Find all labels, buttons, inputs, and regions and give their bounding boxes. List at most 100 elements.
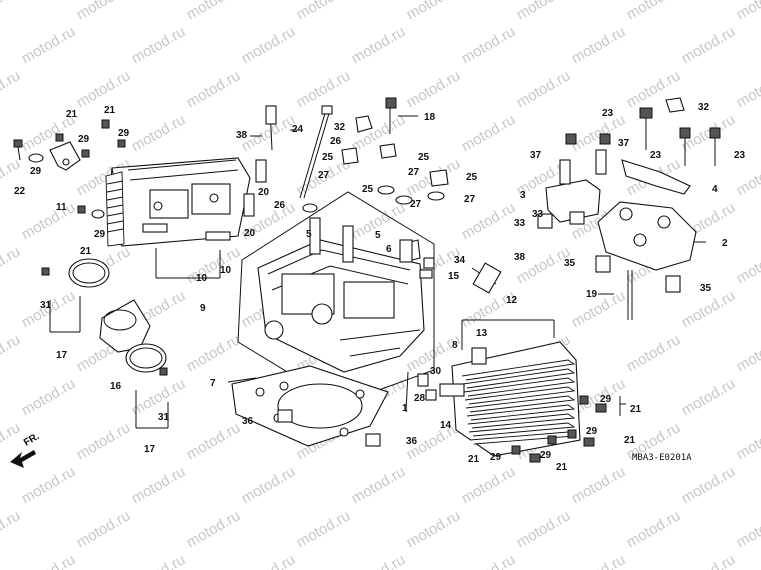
watermark-text: motod.ru (404, 67, 464, 111)
watermark-text: motod.ru (514, 507, 574, 551)
insulator-and-bands (68, 258, 168, 376)
rear-cylinder-head (417, 341, 581, 457)
callout-29b: 29 (118, 128, 130, 139)
head-cover (105, 157, 251, 247)
studs-center (205, 97, 502, 294)
watermark-text: motod.ru (239, 23, 299, 67)
watermark-text: motod.ru (514, 67, 574, 111)
watermark-text: motod.ru (74, 507, 134, 551)
watermark-text: motod.ru (0, 331, 23, 375)
callout-7: 7 (210, 378, 216, 389)
callout-31b: 31 (158, 412, 170, 423)
watermark-text: motod.ru (129, 551, 189, 570)
callout-26: 26 (330, 136, 342, 147)
callout-5b: 5 (375, 230, 381, 241)
watermark-text: motod.ru (129, 23, 189, 67)
head-gasket (231, 365, 389, 447)
callout-16: 16 (110, 381, 122, 392)
watermark-text: motod.ru (349, 23, 409, 67)
watermark-text: motod.ru (404, 507, 464, 551)
callout-10: 10 (196, 273, 208, 284)
callout-33: 33 (532, 209, 544, 220)
callout-23c: 23 (734, 150, 746, 161)
callout-1: 1 (402, 403, 408, 414)
watermark-text: motod.ru (129, 463, 189, 507)
callout-12: 12 (506, 295, 518, 306)
callout-21e: 21 (624, 435, 636, 446)
watermark-text: motod.ru (734, 507, 761, 551)
watermark-text: motod.ru (624, 507, 684, 551)
diagram-code: MBA3-E0201A (632, 453, 692, 463)
callout-36: 36 (242, 416, 254, 427)
rocker-arm-holders (537, 97, 721, 320)
cooling-fin (464, 386, 576, 405)
watermark-text: motod.ru (129, 111, 189, 155)
callout-30: 30 (430, 366, 442, 377)
watermark-text: motod.ru (184, 419, 244, 463)
watermark-text: motod.ru (569, 23, 629, 67)
watermark-text: motod.ru (349, 551, 409, 570)
callout-10b: 10 (220, 265, 232, 276)
watermark-text: motod.ru (19, 551, 79, 570)
callout-3: 3 (520, 190, 526, 201)
callout-21: 21 (66, 109, 78, 120)
callout-25: 25 (322, 152, 334, 163)
watermark-text: motod.ru (459, 111, 519, 155)
callout-26b: 26 (274, 200, 286, 211)
callout-11: 11 (56, 202, 67, 213)
watermark-text: motod.ru (184, 331, 244, 375)
watermark-text: motod.ru (239, 551, 299, 570)
callout-6: 6 (386, 244, 392, 255)
cooling-fin (468, 422, 576, 437)
watermark-text: motod.ru (184, 243, 244, 287)
callout-27: 27 (318, 170, 330, 181)
watermark-text: motod.ru (459, 199, 519, 243)
bolts-left-top (13, 119, 126, 276)
callout-37b: 37 (618, 138, 630, 149)
callout-25c: 25 (466, 172, 478, 183)
callout-33b: 33 (514, 218, 526, 229)
watermark-text: motod.ru (734, 419, 761, 463)
watermark-text: motod.ru (0, 67, 23, 111)
watermark-text: motod.ru (19, 463, 79, 507)
watermark-text: motod.ru (294, 67, 354, 111)
watermark-text: motod.ru (459, 23, 519, 67)
watermark-text: motod.ru (679, 23, 739, 67)
callout-17: 17 (56, 350, 68, 361)
callout-38: 38 (236, 130, 248, 141)
bolts-bottom-right (511, 395, 607, 463)
callout-23: 23 (602, 108, 614, 119)
callout-21d: 21 (630, 404, 642, 415)
callout-32: 32 (334, 122, 346, 133)
watermark-text: motod.ru (459, 551, 519, 570)
cooling-fin (465, 395, 576, 413)
watermark-text: motod.ru (569, 551, 629, 570)
watermark-text: motod.ru (294, 0, 354, 23)
watermark-text: motod.ru (624, 0, 684, 23)
watermark-text: motod.ru (679, 375, 739, 419)
cooling-fin (467, 413, 576, 429)
watermark-text: motod.ru (734, 243, 761, 287)
cooling-fin (466, 404, 576, 421)
callout-2: 2 (722, 238, 728, 249)
watermark-text: motod.ru (294, 507, 354, 551)
callout-29h: 29 (540, 450, 552, 461)
callout-29e: 29 (600, 394, 612, 405)
callout-35: 35 (564, 258, 576, 269)
callout-27d: 27 (464, 194, 476, 205)
callout-29d: 29 (94, 229, 106, 240)
watermark-text: motod.ru (0, 0, 23, 23)
watermark-text: motod.ru (734, 331, 761, 375)
callout-21c: 21 (80, 246, 92, 257)
callout-22: 22 (14, 186, 26, 197)
callout-38b: 38 (514, 252, 526, 263)
watermark-text: motod.ru (734, 155, 761, 199)
fr-label: FR. (22, 431, 42, 449)
callout-20b: 20 (244, 228, 256, 239)
watermark-text: motod.ru (184, 0, 244, 23)
watermark-text: motod.ru (569, 463, 629, 507)
cooling-fin (462, 368, 576, 389)
callout-21b: 21 (104, 105, 116, 116)
watermark-text: motod.ru (184, 507, 244, 551)
